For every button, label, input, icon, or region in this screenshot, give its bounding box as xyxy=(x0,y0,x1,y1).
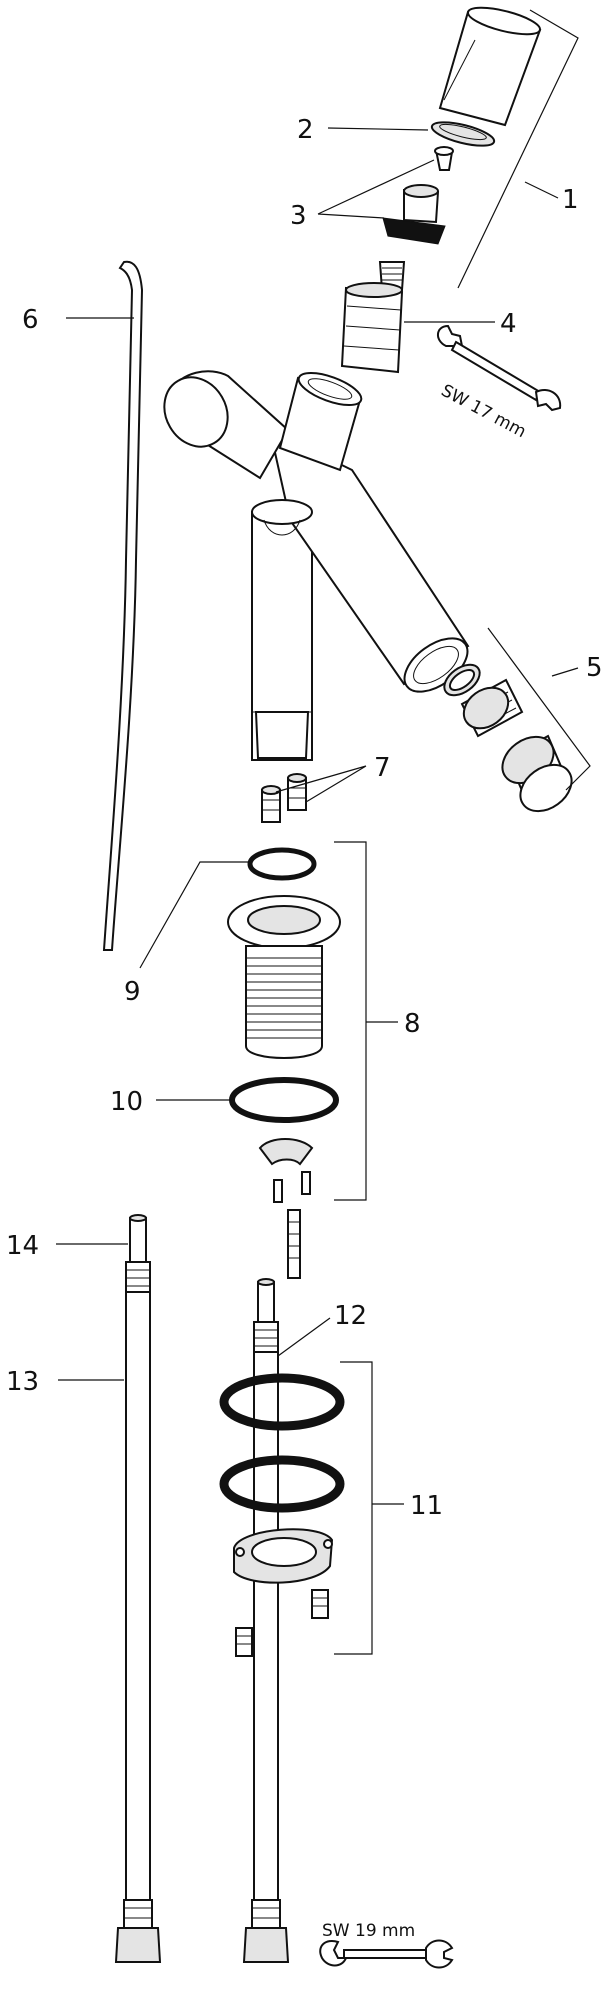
wrench-17-label: SW 17 mm xyxy=(438,381,530,442)
callout-6: 6 xyxy=(22,305,39,335)
callout-5: 5 xyxy=(586,653,603,683)
part-7-check-valves xyxy=(261,773,307,823)
part-12-supply-hose-right xyxy=(242,1278,290,1963)
part-11-mounting-set xyxy=(219,1373,345,1657)
callout-1: 1 xyxy=(562,185,579,215)
part-8-threaded-shank xyxy=(227,895,341,1059)
part-4-cartridge xyxy=(340,261,406,374)
mixer-body xyxy=(163,370,470,761)
part-3-screw-and-adapter xyxy=(382,146,454,245)
callout-13: 13 xyxy=(6,1367,39,1397)
part-10-o-ring xyxy=(229,1077,339,1123)
part-6-hose xyxy=(102,260,144,951)
callout-4: 4 xyxy=(500,309,517,339)
part-5-aerator xyxy=(443,663,573,813)
wrench-sw19-icon xyxy=(319,1939,454,1969)
callout-11: 11 xyxy=(410,1491,443,1521)
callout-8: 8 xyxy=(404,1009,421,1039)
callout-10: 10 xyxy=(110,1087,143,1117)
callout-leader-lines xyxy=(56,9,591,1655)
part-2-ring xyxy=(430,121,496,147)
callout-2: 2 xyxy=(297,115,314,145)
callout-14: 14 xyxy=(6,1231,39,1261)
wrench-sw17-icon xyxy=(437,324,562,412)
part-13-supply-hose-left xyxy=(114,1214,162,1963)
callout-3: 3 xyxy=(290,201,307,231)
callout-7: 7 xyxy=(374,753,391,783)
wrench-19-label: SW 19 mm xyxy=(322,1921,415,1941)
callout-12: 12 xyxy=(334,1301,367,1331)
part-1-handle-cap xyxy=(438,6,542,127)
callout-9: 9 xyxy=(124,977,141,1007)
part-9-o-ring xyxy=(247,847,317,881)
retaining-clip xyxy=(258,1138,314,1279)
